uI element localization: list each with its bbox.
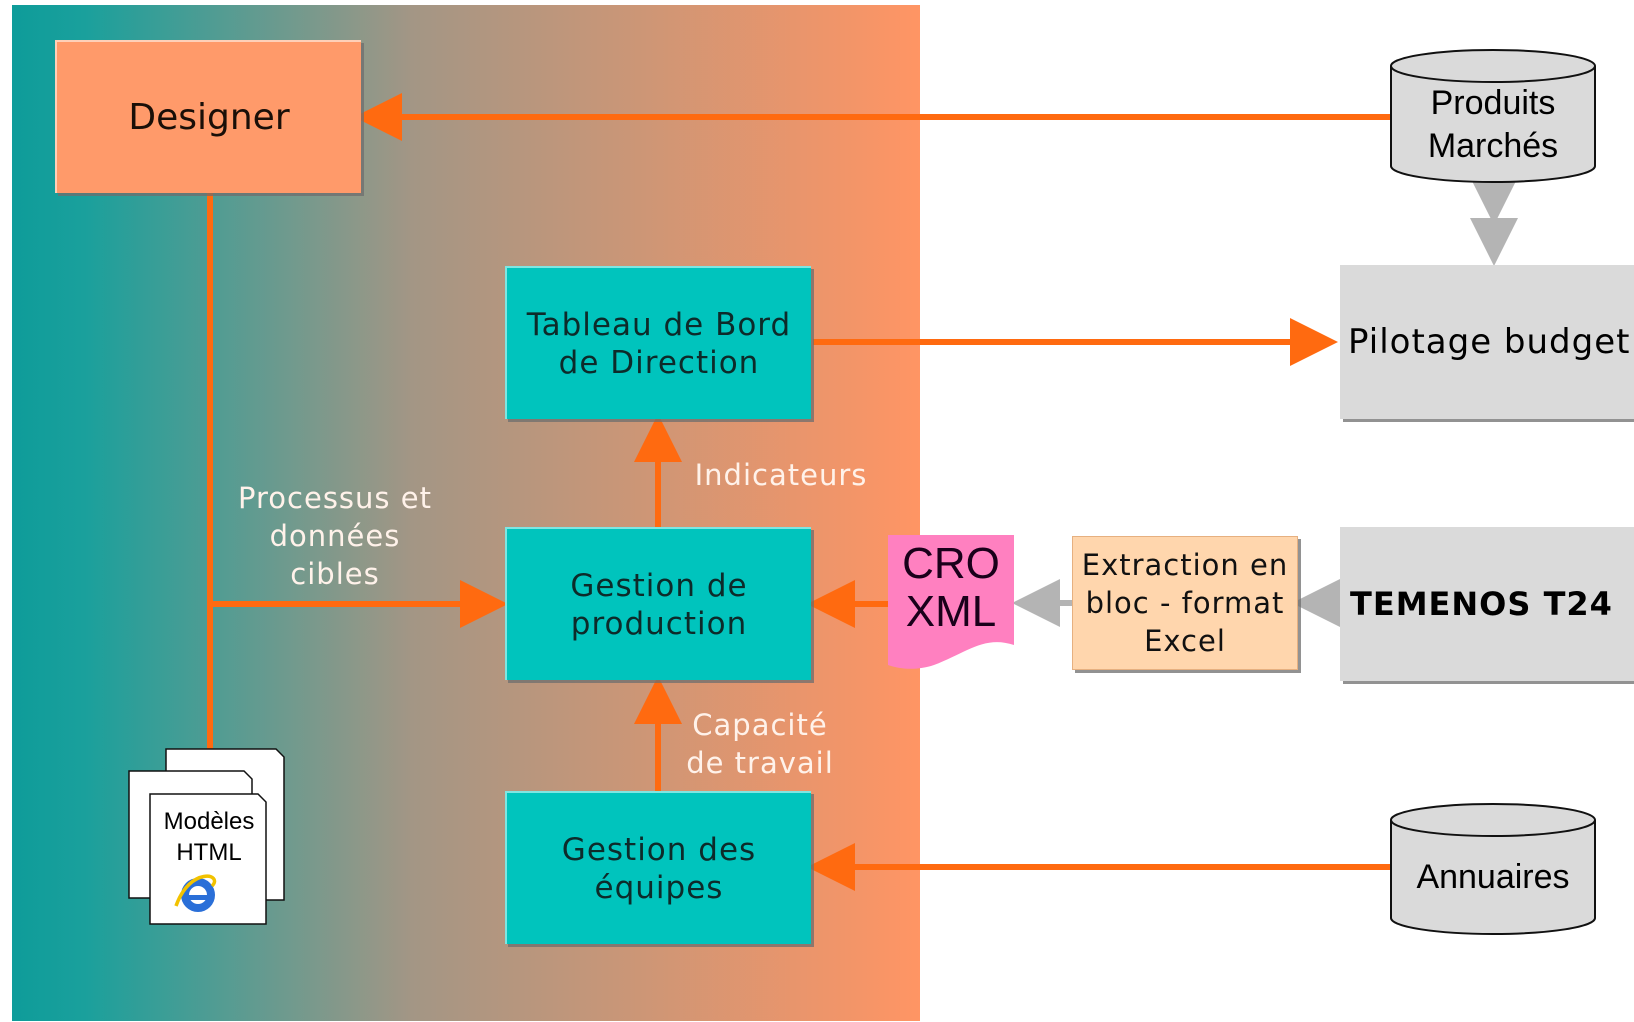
tableau-de-bord-box: Tableau de Bord de Direction	[505, 266, 811, 419]
extraction-box: Extraction en bloc - format Excel	[1072, 536, 1298, 670]
designer-label: Designer	[128, 97, 290, 138]
cro-xml-label: CRO XML	[888, 540, 1014, 636]
produits-label: Produits Marchés	[1388, 82, 1598, 168]
equipes-label-line2: équipes	[594, 869, 724, 906]
produits-line1: Produits	[1430, 84, 1556, 122]
temenos-t24-box: TEMENOS T24	[1340, 527, 1634, 681]
processus-line1: Processus et	[238, 481, 432, 515]
designer-box: Designer	[55, 40, 361, 193]
indicateurs-label: Indicateurs	[694, 458, 868, 492]
cro-line1: CRO	[902, 539, 1000, 588]
internet-explorer-icon	[174, 874, 217, 912]
extraction-line1: Extraction en	[1081, 548, 1289, 582]
cro-xml-doc	[888, 535, 1014, 669]
modeles-label: Modèles HTML	[150, 806, 268, 868]
production-label-line1: Gestion de	[570, 567, 748, 604]
extraction-line2: bloc - format	[1085, 586, 1285, 620]
tableau-label-line2: de Direction	[558, 344, 760, 381]
produits-marches-database	[1390, 49, 1596, 183]
cro-line2: XML	[905, 587, 997, 636]
capacite-line2: de travail	[686, 746, 834, 780]
processus-label: Processus et données cibles	[220, 479, 450, 593]
pilotage-label: Pilotage budget	[1348, 322, 1631, 362]
modeles-line1: Modèles	[163, 808, 255, 835]
processus-line2: données	[269, 519, 401, 553]
processus-line3: cibles	[290, 557, 380, 591]
annuaires-database	[1390, 803, 1596, 935]
tableau-label-line1: Tableau de Bord	[526, 306, 792, 343]
gestion-production-box: Gestion de production	[505, 527, 811, 680]
equipes-label-line1: Gestion des	[561, 831, 757, 868]
modeles-html-doc-stack	[128, 748, 285, 925]
modeles-line2: HTML	[176, 839, 242, 866]
annuaires-label: Annuaires	[1416, 858, 1570, 896]
produits-line2: Marchés	[1427, 127, 1559, 165]
production-label-line2: production	[570, 605, 748, 642]
extraction-line3: Excel	[1144, 624, 1226, 658]
gestion-equipes-box: Gestion des équipes	[505, 791, 811, 944]
capacite-label: Capacité de travail	[672, 706, 848, 782]
pilotage-budget-box: Pilotage budget	[1340, 265, 1634, 419]
temenos-label: TEMENOS T24	[1350, 585, 1613, 623]
capacite-line1: Capacité	[692, 708, 828, 742]
